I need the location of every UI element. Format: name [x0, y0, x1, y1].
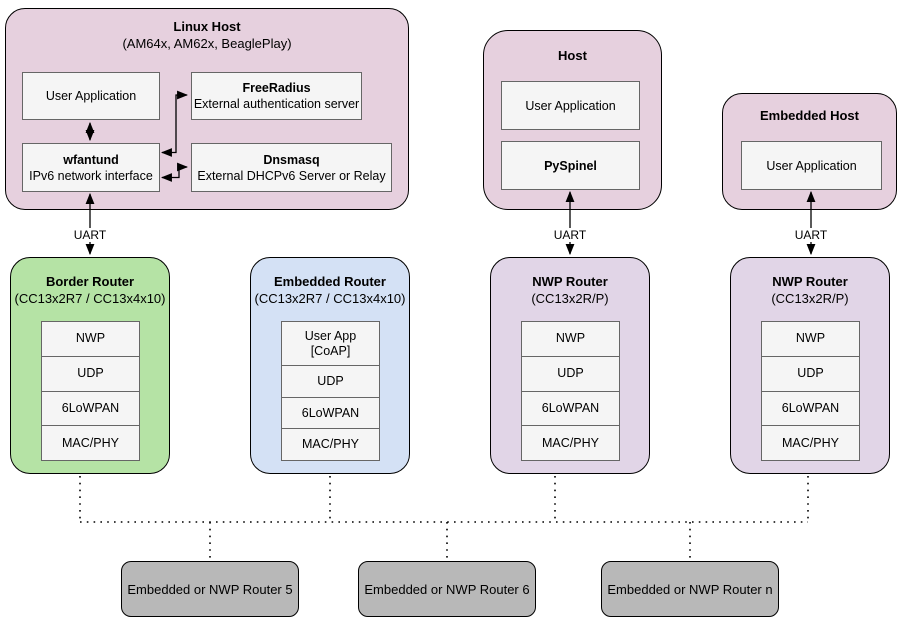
- nwp-router-2-protocol-stack: NWP UDP 6LoWPAN MAC/PHY: [761, 321, 860, 461]
- border-router-subtitle: (CC13x2R7 / CC13x4x10): [14, 291, 166, 306]
- stack-layer-udp: UDP: [281, 365, 380, 398]
- user-application-module-linux: User Application: [22, 72, 160, 120]
- mesh-node-router-6: Embedded or NWP Router 6: [358, 561, 536, 617]
- stack-layer-nwp: NWP: [41, 321, 140, 357]
- stack-layer-userapp-coap: User App [CoAP]: [281, 321, 380, 367]
- stack-layer-6lowpan: 6LoWPAN: [521, 390, 620, 427]
- embedded-router-title: Embedded Router: [274, 274, 386, 289]
- stack-layer-macphy: MAC/PHY: [281, 428, 380, 462]
- border-router-header: Border Router (CC13x2R7 / CC13x4x10): [11, 258, 169, 307]
- wfantund-module: wfantund IPv6 network interface: [22, 143, 160, 192]
- nwp-router-1-title: NWP Router: [532, 274, 608, 289]
- uart-label-3: UART: [789, 228, 833, 242]
- stack-layer-macphy: MAC/PHY: [41, 425, 140, 461]
- mesh-node-label: Embedded or NWP Router n: [607, 581, 773, 597]
- pyspinel-module: PySpinel: [501, 141, 640, 190]
- stack-layer-6lowpan: 6LoWPAN: [281, 396, 380, 430]
- linux-host-box: Linux Host (AM64x, AM62x, BeaglePlay) Us…: [5, 8, 409, 210]
- user-application-module-embedded-host: User Application: [741, 141, 882, 190]
- border-router-title: Border Router: [45, 274, 135, 289]
- embedded-router-subtitle: (CC13x2R7 / CC13x4x10): [254, 291, 406, 306]
- embedded-router-box: Embedded Router (CC13x2R7 / CC13x4x10) U…: [250, 257, 410, 474]
- uart-label-2: UART: [548, 228, 592, 242]
- mesh-node-label: Embedded or NWP Router 6: [364, 581, 530, 597]
- freeradius-module: FreeRadius External authentication serve…: [191, 72, 362, 120]
- uart-label-1: UART: [68, 228, 112, 242]
- stack-layer-macphy: MAC/PHY: [761, 425, 860, 461]
- wfantund-title: wfantund: [63, 152, 119, 167]
- stack-layer-udp: UDP: [41, 355, 140, 392]
- nwp-router-2-title: NWP Router: [772, 274, 848, 289]
- nwp-router-1-header: NWP Router (CC13x2R/P): [491, 258, 649, 307]
- linux-host-title: Linux Host: [173, 19, 241, 34]
- user-application-label: User Application: [45, 89, 137, 103]
- linux-host-subtitle: (AM64x, AM62x, BeaglePlay): [122, 36, 292, 51]
- host-box: Host User Application PySpinel: [483, 30, 662, 210]
- nwp-router-2-header: NWP Router (CC13x2R/P): [731, 258, 889, 307]
- stack-layer-nwp: NWP: [521, 321, 620, 357]
- pyspinel-label: PySpinel: [544, 158, 597, 173]
- dnsmasq-title: Dnsmasq: [263, 152, 320, 167]
- wfantund-subtitle: IPv6 network interface: [29, 168, 153, 183]
- mesh-node-label: Embedded or NWP Router 5: [127, 581, 293, 597]
- embedded-router-header: Embedded Router (CC13x2R7 / CC13x4x10): [251, 258, 409, 307]
- freeradius-subtitle: External authentication server: [193, 97, 360, 111]
- embedded-router-protocol-stack: User App [CoAP] UDP 6LoWPAN MAC/PHY: [281, 321, 380, 462]
- nwp-router-1-protocol-stack: NWP UDP 6LoWPAN MAC/PHY: [521, 321, 620, 461]
- border-router-protocol-stack: NWP UDP 6LoWPAN MAC/PHY: [41, 321, 140, 461]
- nwp-router-2-subtitle: (CC13x2R/P): [771, 291, 849, 306]
- dnsmasq-module: Dnsmasq External DHCPv6 Server or Relay: [191, 143, 392, 192]
- stack-layer-udp: UDP: [521, 355, 620, 392]
- nwp-router-1-subtitle: (CC13x2R/P): [531, 291, 609, 306]
- user-application-label: User Application: [525, 98, 616, 113]
- user-application-label: User Application: [766, 158, 857, 173]
- stack-layer-macphy: MAC/PHY: [521, 425, 620, 461]
- user-application-module-host: User Application: [501, 81, 640, 130]
- linux-host-header: Linux Host (AM64x, AM62x, BeaglePlay): [6, 9, 408, 52]
- nwp-router-2-box: NWP Router (CC13x2R/P) NWP UDP 6LoWPAN M…: [730, 257, 890, 474]
- embedded-host-header: Embedded Host: [723, 94, 896, 124]
- mesh-node-router-n: Embedded or NWP Router n: [601, 561, 779, 617]
- stack-layer-nwp: NWP: [761, 321, 860, 357]
- dnsmasq-subtitle: External DHCPv6 Server or Relay: [197, 168, 386, 183]
- nwp-router-1-box: NWP Router (CC13x2R/P) NWP UDP 6LoWPAN M…: [490, 257, 650, 474]
- border-router-box: Border Router (CC13x2R7 / CC13x4x10) NWP…: [10, 257, 170, 474]
- stack-layer-udp: UDP: [761, 355, 860, 392]
- stack-layer-6lowpan: 6LoWPAN: [41, 390, 140, 427]
- mesh-node-router-5: Embedded or NWP Router 5: [121, 561, 299, 617]
- freeradius-title: FreeRadius: [242, 81, 311, 95]
- host-title: Host: [558, 48, 587, 63]
- stack-layer-6lowpan: 6LoWPAN: [761, 390, 860, 427]
- embedded-host-box: Embedded Host User Application: [722, 93, 897, 210]
- embedded-host-title: Embedded Host: [760, 108, 859, 123]
- host-header: Host: [484, 31, 661, 64]
